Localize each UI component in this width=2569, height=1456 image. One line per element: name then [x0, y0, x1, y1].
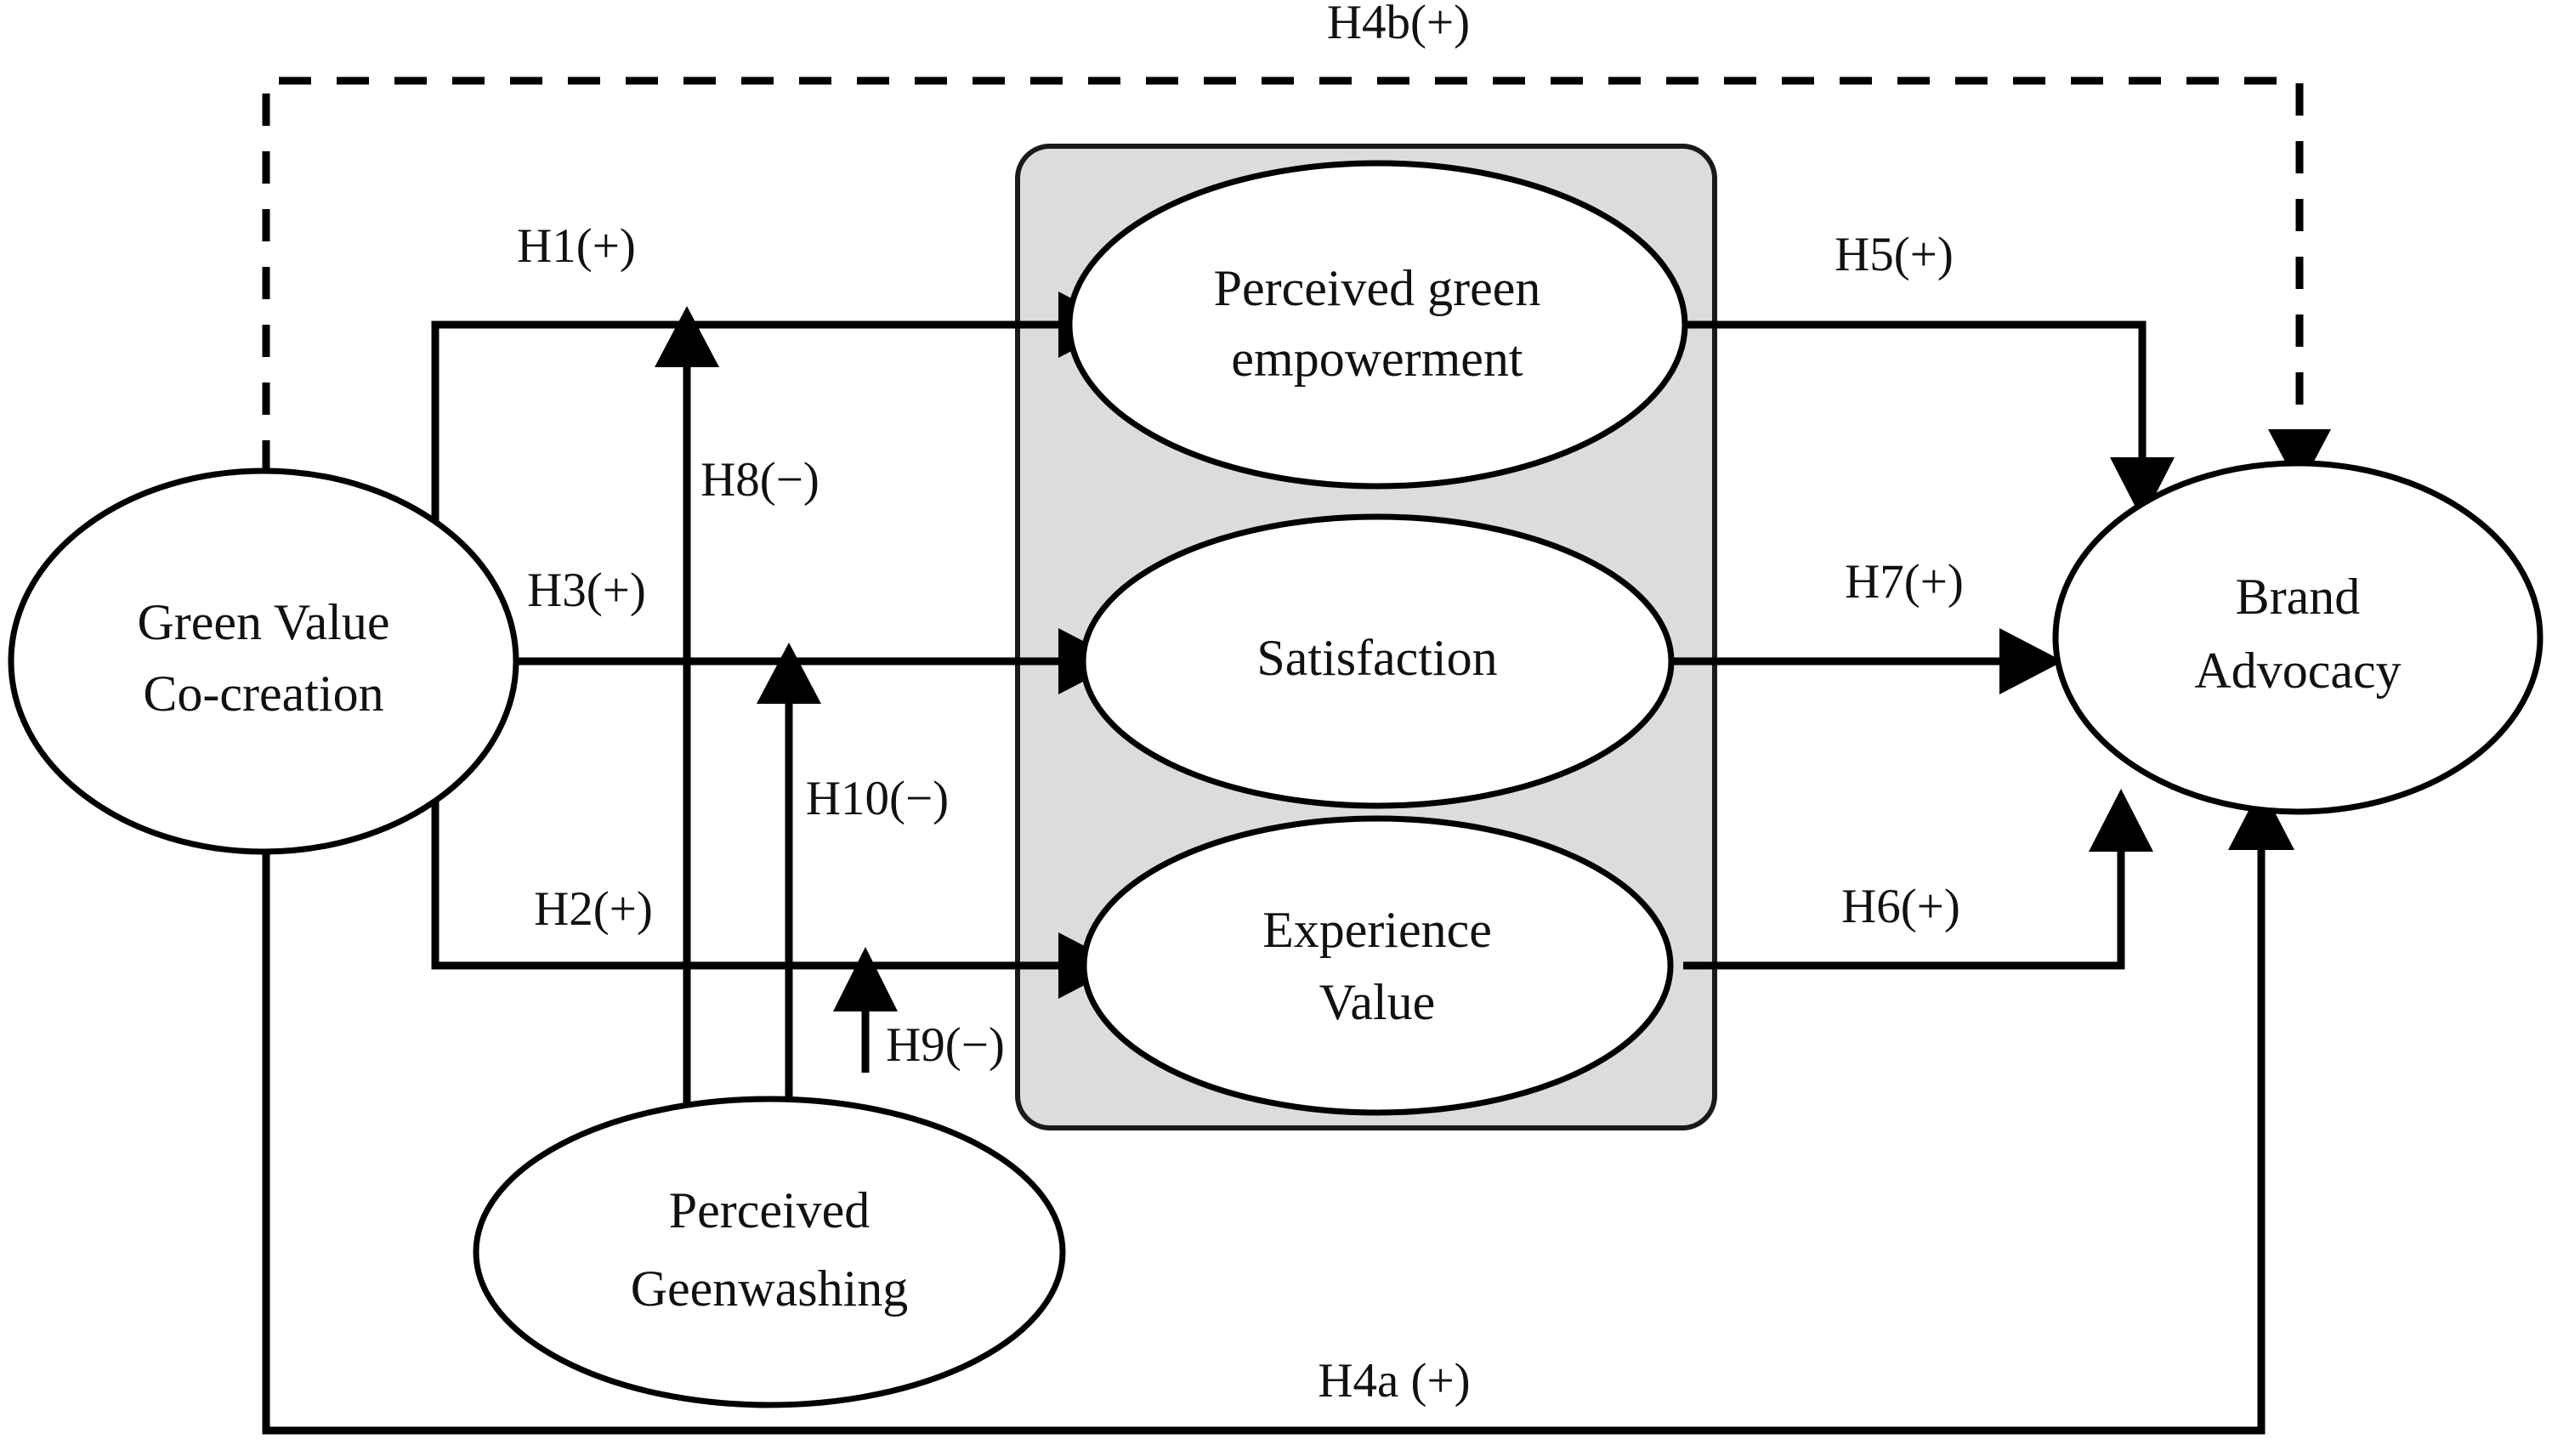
- label-h6: H6(+): [1841, 880, 1960, 933]
- label-h2: H2(+): [534, 882, 653, 936]
- path-h9-arrowhead: [833, 947, 898, 1011]
- label-h1: H1(+): [517, 219, 636, 273]
- node-brand-advocacy-shape: [2052, 460, 2543, 815]
- node-green-value-co-creation[interactable]: Green Value Co-creation: [8, 467, 519, 855]
- node-perceived-green-empowerment[interactable]: Perceived green empowerment: [1066, 160, 1688, 490]
- node-perceived-geenwashing-shape: [473, 1096, 1066, 1408]
- node-brand-advocacy[interactable]: Brand Advocacy: [2052, 460, 2543, 815]
- node-perceived-green-empowerment-line1: Perceived green: [1214, 260, 1541, 316]
- path-h8-arrowhead: [655, 306, 719, 367]
- path-h7-arrowhead: [1999, 628, 2063, 694]
- node-perceived-green-empowerment-line2: empowerment: [1231, 331, 1523, 387]
- label-h10: H10(−): [806, 772, 949, 825]
- node-experience-value-shape: [1080, 815, 1674, 1116]
- path-h6-arrowhead: [2089, 789, 2153, 852]
- label-h4b: H4b(+): [1327, 0, 1470, 49]
- label-h8: H8(−): [700, 453, 819, 507]
- label-h5: H5(+): [1835, 228, 1954, 281]
- node-satisfaction[interactable]: Satisfaction: [1080, 513, 1675, 809]
- node-brand-advocacy-line1: Brand: [2236, 569, 2361, 625]
- label-h3: H3(+): [527, 564, 646, 617]
- path-h6-line: [1683, 850, 2125, 970]
- path-h4a-line: [262, 841, 2266, 1435]
- node-perceived-green-empowerment-shape: [1066, 160, 1688, 490]
- path-h5-arrowhead: [2110, 457, 2175, 520]
- node-experience-value-line2: Value: [1319, 974, 1436, 1030]
- node-green-value-co-creation-line1: Green Value: [137, 594, 389, 650]
- node-perceived-geenwashing-line1: Perceived: [669, 1182, 871, 1238]
- node-green-value-co-creation-shape: [8, 467, 519, 855]
- path-h4a-arrowhead: [2228, 786, 2294, 850]
- node-brand-advocacy-line2: Advocacy: [2194, 643, 2401, 699]
- node-experience-value-line1: Experience: [1262, 902, 1492, 958]
- node-experience-value[interactable]: Experience Value: [1080, 815, 1674, 1116]
- path-h4b-line: [262, 76, 2304, 473]
- path-h4b-arrowhead: [2268, 429, 2331, 489]
- label-h9: H9(−): [886, 1018, 1005, 1072]
- node-green-value-co-creation-line2: Co-creation: [143, 666, 383, 722]
- path-h2-line: [431, 661, 1067, 970]
- node-satisfaction-shape: [1080, 513, 1675, 809]
- label-h4a: H4a (+): [1318, 1354, 1470, 1408]
- path-h5-line: [1687, 320, 2147, 459]
- node-perceived-geenwashing-line2: Geenwashing: [631, 1261, 909, 1317]
- node-perceived-geenwashing[interactable]: Perceived Geenwashing: [473, 1096, 1066, 1408]
- path-h10-arrowhead: [757, 643, 821, 704]
- node-satisfaction-label: Satisfaction: [1256, 630, 1497, 686]
- label-h7: H7(+): [1845, 555, 1964, 609]
